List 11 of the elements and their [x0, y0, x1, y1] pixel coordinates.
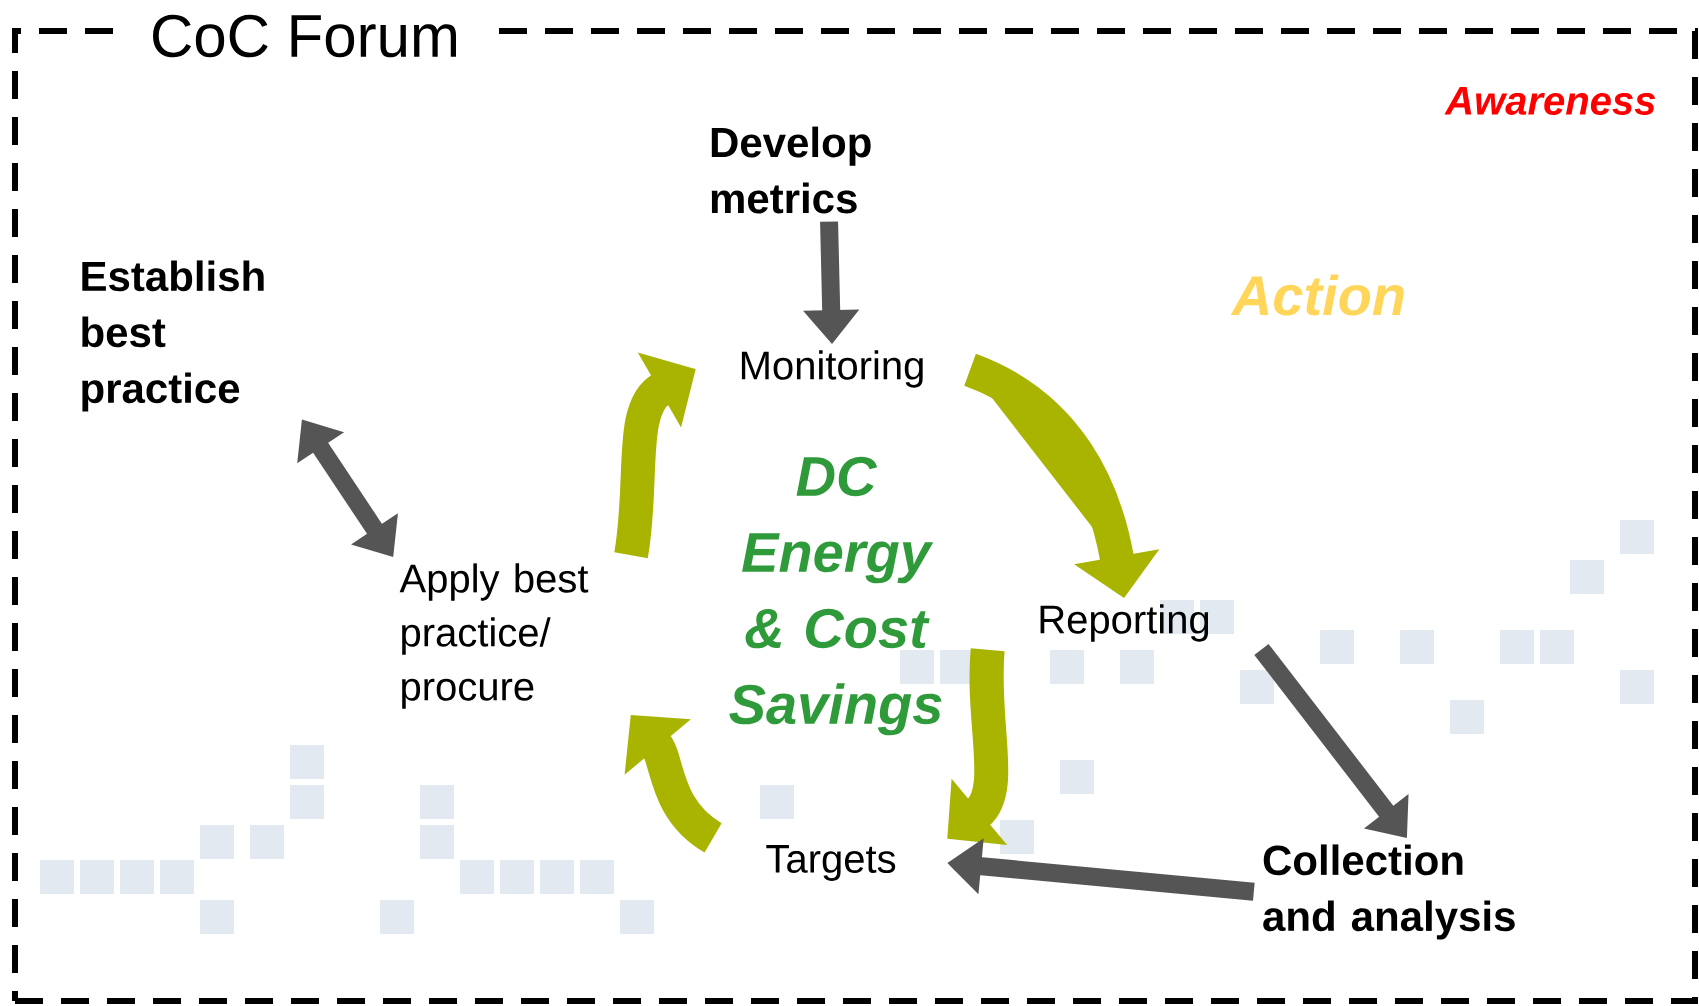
step-text: Targets: [766, 845, 896, 881]
bold-caption: Establish best practice: [82, 260, 264, 412]
side-label: Action: [1230, 274, 1404, 316]
bold-caption: Develop metrics: [711, 126, 871, 214]
center-title: DC Energy & Cost Savings: [729, 456, 942, 736]
step-text: Monitoring: [741, 350, 923, 388]
step-text: Reporting: [1040, 604, 1209, 642]
bold-caption: Collection and analysis: [1263, 844, 1515, 940]
arrow: [947, 648, 1009, 846]
side-label: Awareness: [1444, 87, 1656, 115]
step-text: Apply best practice/ procure: [399, 563, 589, 709]
